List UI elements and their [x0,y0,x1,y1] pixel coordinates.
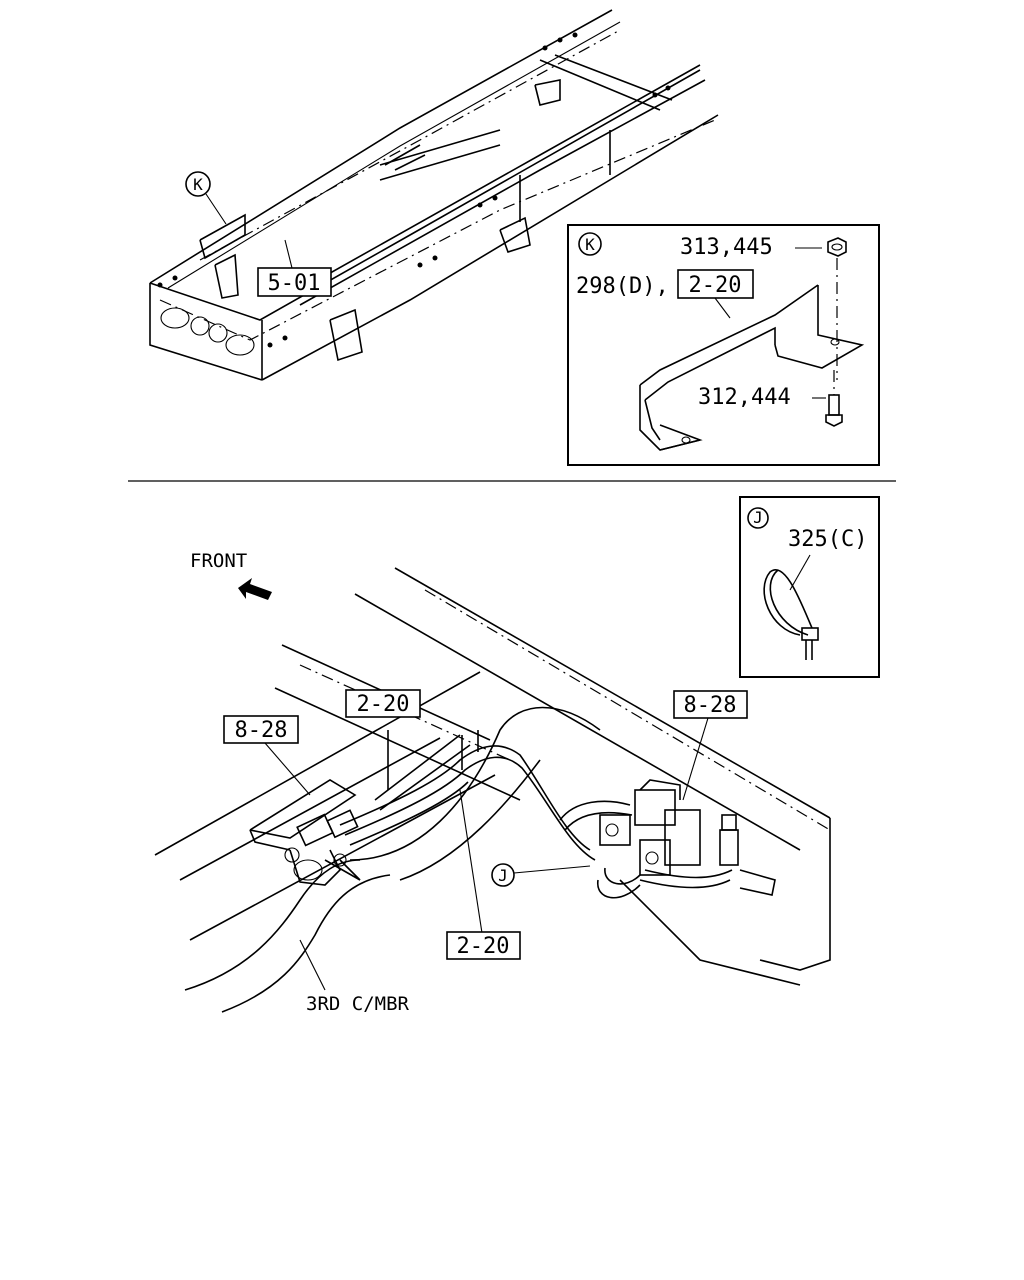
chassis-frame-drawing [149,9,719,381]
detail-k-bracket-ref-box [677,269,754,299]
right-valve-ref-box [673,690,748,719]
ref-j-label: J [498,866,508,885]
upper-line-ref-label: 2-20 [357,692,410,717]
clip-part-numbers: 325(C) [788,527,867,552]
lower-line-ref-label: 2-20 [457,934,510,959]
crossmember-label: 3RD C/MBR [306,993,410,1015]
left-valve-ref-box [223,715,299,744]
nut-icon [827,237,847,257]
bolt-part-numbers: 312,444 [698,385,791,410]
detail-k-ref-marker [578,232,602,256]
bolt-icon [825,370,843,427]
detail-j-ref-label: J [753,508,763,527]
upper-line-ref-box [345,689,421,718]
bracket-drawing [639,284,865,451]
detail-k-ref-label: K [585,235,595,254]
left-valve-ref-label: 8-28 [235,718,288,743]
nut-part-numbers: 313,445 [680,235,773,260]
detail-k-panel [567,224,880,466]
detail-j-ref-marker [747,507,769,529]
frame-ref-box [257,267,332,297]
right-valve-ref-label: 8-28 [684,693,737,718]
frame-ref-label: 5-01 [268,271,321,296]
ref-k-marker [185,171,211,197]
front-label: FRONT [190,550,247,572]
detail-k-bracket-ref-label: 2-20 [689,273,742,298]
lower-line-ref-box [446,931,521,960]
cable-tie-icon [763,569,819,660]
ref-k-label: K [193,175,203,194]
front-arrow-icon [238,578,272,600]
bracket-part-numbers: 298(D), [576,274,669,299]
detail-j-panel [739,496,880,678]
ref-j-marker [491,863,515,887]
